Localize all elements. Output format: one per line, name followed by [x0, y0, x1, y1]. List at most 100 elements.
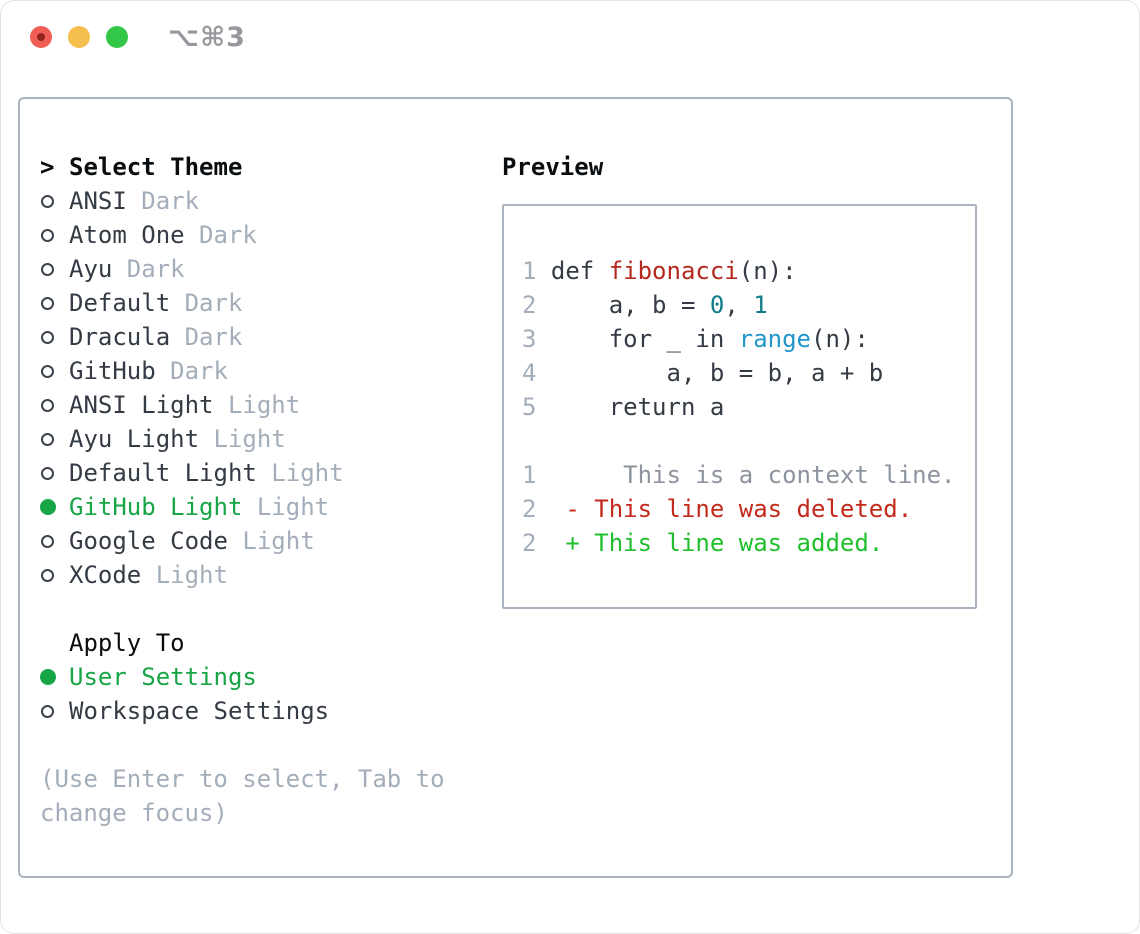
code-line: 2 + This line was added.: [522, 526, 965, 560]
close-button[interactable]: [30, 26, 52, 48]
titlebar: ⌥⌘3: [0, 0, 1140, 75]
radio-unselected-icon: [40, 568, 69, 582]
code-segment-code: for _ in: [550, 325, 739, 353]
theme-option[interactable]: Atom One Dark: [40, 218, 502, 252]
option-variant-label: Light: [213, 391, 301, 419]
minimize-button[interactable]: [68, 26, 90, 48]
radio-unselected-icon: [40, 534, 69, 548]
line-number: 2: [522, 495, 551, 523]
code-line: 1 This is a context line.: [522, 458, 965, 492]
theme-option[interactable]: Default Light Light: [40, 456, 502, 490]
radio-selected-icon: [40, 669, 69, 685]
code-segment-ctx: This is a context line.: [550, 461, 956, 489]
option-variant-label: Light: [227, 527, 315, 555]
radio-unselected-icon: [40, 228, 69, 242]
code-segment-code: (n):: [738, 257, 797, 285]
option-variant-label: Dark: [170, 289, 243, 317]
option-variant-label: Dark: [155, 357, 228, 385]
radio-unselected-icon: [40, 364, 69, 378]
code-segment-code: a, b =: [550, 291, 710, 319]
line-number: 2: [522, 529, 551, 557]
code-segment-num: 0: [709, 291, 725, 319]
code-segment-code: return a: [550, 393, 725, 421]
code-line: 1 def fibonacci(n):: [522, 254, 965, 288]
option-label: Ayu: [69, 255, 113, 283]
code-segment-code: (n):: [811, 325, 869, 353]
preview-column: Preview 1 def fibonacci(n):2 a, b = 0, 1…: [502, 150, 1011, 876]
option-variant-label: Dark: [184, 221, 257, 249]
theme-option[interactable]: Default Dark: [40, 286, 502, 320]
help-text: (Use Enter to select, Tab to change focu…: [40, 765, 445, 827]
apply-to-option[interactable]: User Settings: [40, 660, 502, 694]
cursor-marker: >: [40, 153, 69, 181]
code-line: 2 a, b = 0, 1: [522, 288, 965, 322]
option-variant-label: Light: [141, 561, 228, 589]
theme-option[interactable]: GitHub Dark: [40, 354, 502, 388]
option-label: Default Light: [69, 459, 257, 487]
option-label: GitHub Light: [69, 493, 243, 521]
preview-title: Preview: [502, 153, 604, 181]
code-line: 3 for _ in range(n):: [522, 322, 965, 356]
traffic-lights: [30, 26, 128, 48]
code-segment-num: 1: [753, 291, 768, 319]
theme-option[interactable]: Ayu Light Light: [40, 422, 502, 456]
code-segment-blue: range: [738, 325, 811, 353]
option-variant-label: Dark: [170, 323, 243, 351]
cursor-icon: >: [40, 153, 55, 181]
theme-option[interactable]: Ayu Dark: [40, 252, 502, 286]
code-segment-code: def: [550, 257, 609, 285]
radio-unselected-icon: [40, 262, 69, 276]
code-line: 5 return a: [522, 390, 965, 424]
option-label: Workspace Settings: [69, 697, 330, 725]
radio-unselected-icon: [40, 704, 69, 718]
window-title-shortcut: ⌥⌘3: [168, 22, 246, 53]
theme-option[interactable]: ANSI Dark: [40, 184, 502, 218]
option-label: Dracula: [69, 323, 171, 351]
radio-unselected-icon: [40, 398, 69, 412]
radio-unselected-icon: [40, 296, 69, 310]
apply-to-option[interactable]: Workspace Settings: [40, 694, 502, 728]
apply-to-title: Apply To: [69, 629, 185, 657]
radio-selected-icon: [40, 499, 69, 515]
code-segment-fn: fibonacci: [608, 257, 739, 285]
theme-option[interactable]: GitHub Light Light: [40, 490, 502, 524]
code-line: 4 a, b = b, a + b: [522, 356, 965, 390]
select-theme-header: > Select Theme: [40, 150, 502, 184]
line-number: 2: [522, 291, 551, 319]
option-label: XCode: [69, 561, 142, 589]
line-number: 1: [522, 257, 551, 285]
zoom-button[interactable]: [106, 26, 128, 48]
option-label: User Settings: [69, 663, 257, 691]
code-segment-add: + This line was added.: [550, 529, 884, 557]
spacer: [40, 592, 502, 626]
select-theme-title: Select Theme: [69, 153, 243, 181]
option-label: Ayu Light: [69, 425, 200, 453]
theme-option[interactable]: Dracula Dark: [40, 320, 502, 354]
option-variant-label: Dark: [126, 187, 200, 215]
option-label: Default: [69, 289, 171, 317]
code-line: 2 - This line was deleted.: [522, 492, 965, 526]
code-segment-code: ,: [724, 291, 754, 319]
option-label: ANSI Light: [69, 391, 214, 419]
radio-unselected-icon: [40, 330, 69, 344]
option-variant-label: Light: [199, 425, 286, 453]
radio-unselected-icon: [40, 432, 69, 446]
code-blank-line: [522, 424, 965, 458]
option-variant-label: Light: [242, 493, 330, 521]
option-label: Atom One: [69, 221, 185, 249]
theme-option[interactable]: Google Code Light: [40, 524, 502, 558]
code-segment-code: a, b = b, a + b: [550, 359, 884, 387]
line-number: 1: [522, 461, 551, 489]
line-number: 4: [522, 359, 551, 387]
line-number: 3: [522, 325, 551, 353]
apply-to-header: Apply To: [40, 626, 502, 660]
theme-option[interactable]: ANSI Light Light: [40, 388, 502, 422]
radio-unselected-icon: [40, 466, 69, 480]
theme-option[interactable]: XCode Light: [40, 558, 502, 592]
option-variant-label: Dark: [112, 255, 185, 283]
